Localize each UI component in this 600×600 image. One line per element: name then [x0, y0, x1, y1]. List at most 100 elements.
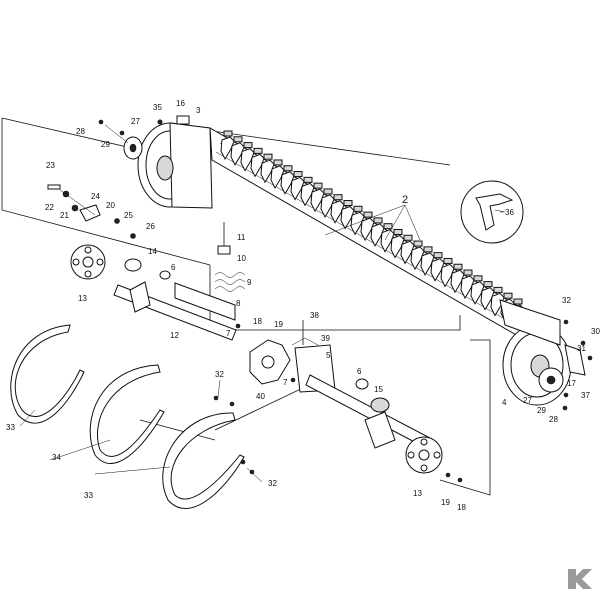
spring-linkage — [214, 222, 246, 329]
callout-19: 19 — [274, 320, 283, 329]
blade — [410, 246, 425, 271]
blade-mount — [233, 136, 243, 143]
blade-mount — [393, 228, 403, 235]
blade — [330, 200, 345, 224]
left-shaft-assembly — [70, 244, 237, 341]
blade-mount — [403, 234, 413, 241]
blade — [380, 229, 395, 253]
callout-33: 33 — [6, 423, 15, 432]
center-rotor — [249, 320, 336, 393]
callout-27: 27 — [131, 117, 140, 126]
callout-8: 8 — [236, 299, 241, 308]
blade — [320, 194, 335, 218]
callout-18: 18 — [457, 503, 466, 512]
blade-mount — [303, 176, 313, 183]
callout-32: 32 — [268, 479, 277, 488]
blade — [450, 269, 465, 294]
callout-18: 18 — [253, 317, 262, 326]
blade — [370, 223, 385, 247]
blade — [270, 165, 285, 190]
callout-24: 24 — [91, 192, 100, 201]
left-end-housing — [137, 122, 213, 209]
callout-16: 16 — [176, 99, 185, 108]
blade — [470, 281, 485, 305]
callout-19: 19 — [441, 498, 450, 507]
blade-mount — [383, 223, 393, 230]
blade-mount — [343, 200, 353, 207]
callout-7: 7 — [226, 329, 231, 338]
callout-12: 12 — [170, 331, 179, 340]
callout-32: 32 — [215, 370, 224, 379]
callout-2: 2 — [402, 194, 408, 206]
callout-26: 26 — [146, 222, 155, 231]
blade-mount — [443, 257, 453, 264]
blade-mount — [463, 269, 473, 276]
callout-28: 28 — [549, 415, 558, 424]
blade-mount — [263, 153, 273, 160]
callout-14: 14 — [148, 247, 157, 256]
blade — [220, 136, 235, 161]
blade — [260, 159, 275, 184]
blade-mount — [433, 252, 443, 259]
blade — [310, 188, 325, 213]
blade-mount — [253, 147, 263, 154]
blade-mount — [503, 292, 513, 299]
callout-17: 17 — [567, 379, 576, 388]
callout-20: 20 — [106, 201, 115, 210]
brand-logo-icon — [568, 569, 592, 589]
blade-mount — [423, 246, 433, 253]
callout-25: 25 — [124, 211, 133, 220]
blade-detail-inset — [460, 180, 524, 244]
blade-mount — [323, 188, 333, 195]
blade — [290, 176, 305, 201]
callout-28: 28 — [76, 127, 85, 136]
callout-5: 5 — [326, 351, 331, 360]
callout-27: 27 — [523, 396, 532, 405]
blade — [230, 142, 245, 166]
blade-mount — [333, 194, 343, 201]
callout-35: 35 — [153, 103, 162, 112]
callout-22: 22 — [45, 203, 54, 212]
blade — [280, 171, 295, 195]
callout-9: 9 — [247, 278, 252, 287]
curved-tines — [10, 324, 255, 509]
blade — [480, 287, 495, 311]
blade — [340, 205, 355, 230]
callout-31: 31 — [577, 344, 586, 353]
callout-labels: 35 16 3 27 28 29 23 22 24 21 20 25 26 2 … — [6, 99, 600, 512]
callout-11: 11 — [237, 233, 246, 242]
blade — [440, 263, 455, 288]
callout-38: 38 — [310, 311, 319, 320]
blade — [240, 148, 255, 172]
callout-6: 6 — [171, 263, 176, 272]
callout-4: 4 — [502, 398, 507, 407]
callout-37: 37 — [581, 391, 590, 400]
callout-21: 21 — [60, 211, 69, 220]
blade-mount — [413, 240, 423, 247]
callout-36: 36 — [505, 208, 514, 217]
callout-7: 7 — [283, 378, 288, 387]
callout-32: 32 — [562, 296, 571, 305]
blade — [430, 258, 445, 282]
blade-mount — [293, 171, 303, 178]
blade-mount — [373, 217, 383, 224]
callout-15: 15 — [374, 385, 383, 394]
blade-mount — [473, 275, 483, 282]
blade-mount — [363, 211, 373, 218]
blade-mount — [483, 281, 493, 288]
left-hardware — [47, 184, 136, 239]
callout-39: 39 — [321, 334, 330, 343]
blade — [350, 211, 365, 236]
blade-mount — [453, 263, 463, 270]
blade — [390, 234, 405, 259]
callout-34: 34 — [52, 453, 61, 462]
blade — [400, 240, 415, 265]
blade-mount — [313, 182, 323, 189]
blade-mount — [243, 142, 253, 149]
blade-mount — [283, 165, 293, 172]
leader-lines — [19, 204, 504, 483]
blade-row — [209, 127, 526, 341]
right-shaft-assembly — [305, 374, 463, 483]
callout-29: 29 — [101, 140, 110, 149]
